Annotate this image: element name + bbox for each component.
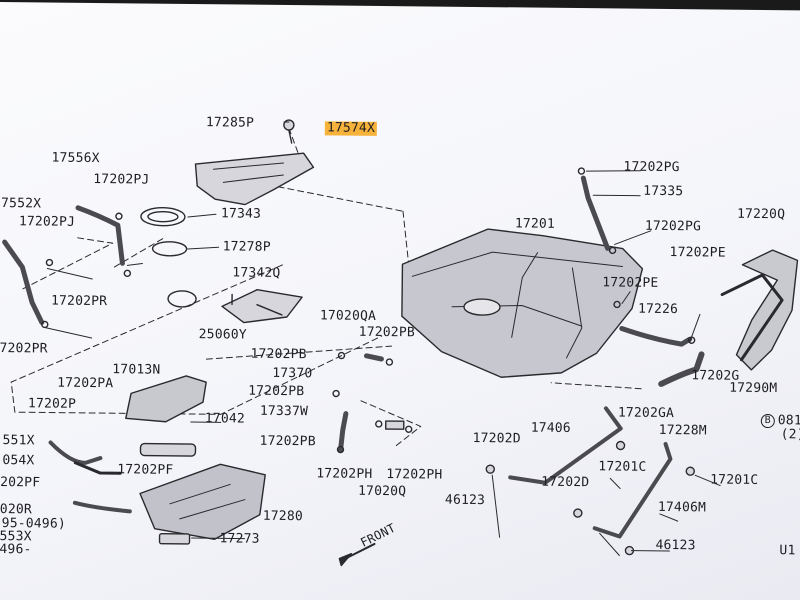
label-17202PG-b: 17202PG: [644, 218, 702, 235]
label-17202PJ-a: 17202PJ: [93, 171, 150, 188]
label-17202PF-b: 202PF: [0, 475, 41, 491]
hose-17226: [619, 326, 693, 347]
label-17202PH-b: 17202PH: [386, 467, 443, 483]
label-17201C-a: 17201C: [598, 459, 647, 475]
label-17335: 17335: [643, 183, 684, 200]
label-17202PE-a: 17202PE: [669, 245, 726, 261]
hose-17337W: [337, 411, 349, 454]
hose-17552X: [2, 239, 45, 325]
label-17054X: 054X: [2, 453, 35, 469]
strap-17406: [508, 406, 623, 485]
bracket-part: [139, 463, 266, 540]
label-17285P: 17285P: [205, 115, 255, 131]
label-17552X: 7552X: [0, 196, 42, 212]
label-17406: 17406: [530, 420, 571, 436]
label-17020Q: 17020Q: [357, 483, 407, 500]
label-17202PE-b: 17202PE: [602, 275, 659, 291]
canister-part: [125, 375, 207, 423]
label-17551X: 551X: [2, 433, 35, 449]
label-17202PB-c: 17202PB: [248, 383, 305, 400]
fuel-pump-part: [139, 442, 197, 457]
label-17406M: 17406M: [657, 499, 707, 516]
label-quantity-2: (2): [780, 427, 800, 443]
label-17202PB-b: 17202PB: [250, 346, 307, 363]
label-17280: 17280: [262, 508, 304, 525]
label-17278P: 17278P: [222, 239, 271, 255]
label-range-2: 496-: [0, 542, 32, 558]
label-17201: 17201: [514, 216, 556, 232]
label-17202PF-a: 17202PF: [117, 462, 174, 478]
label-17202D-a: 17202D: [472, 430, 521, 447]
label-46123-a: 46123: [444, 492, 486, 509]
hose-17335: [580, 175, 611, 251]
label-17202GA: 17202GA: [617, 405, 675, 422]
label-17042: 17042: [204, 411, 246, 427]
hose-17228M: [658, 351, 705, 387]
locking-ring-part: [140, 206, 186, 227]
label-17290M: 17290M: [729, 380, 778, 397]
label-46123-b: 46123: [655, 537, 696, 554]
label-17228M: 17228M: [658, 422, 707, 439]
hose-17556X: [75, 205, 125, 266]
label-17226: 17226: [637, 301, 679, 318]
label-17202PB-d: 17202PB: [259, 433, 316, 450]
label-17202PH-a: 17202PH: [316, 466, 373, 482]
label-17013N: 17013N: [112, 362, 161, 378]
label-17556X: 17556X: [51, 150, 100, 167]
label-17273: 17273: [219, 531, 260, 547]
label-17202PR-a: 17202PR: [50, 293, 108, 310]
label-17201C-b: 17201C: [710, 472, 759, 488]
strap-17406M: [592, 441, 673, 539]
fuel-tank-part: [401, 228, 644, 378]
label-17020QA: 17020QA: [319, 308, 377, 324]
label-17370: 17370: [272, 365, 313, 382]
label-25060Y: 25060Y: [198, 327, 247, 343]
circled-b-marker: B: [760, 413, 775, 429]
label-17220Q: 17220Q: [736, 206, 786, 223]
label-17337W: 17337W: [259, 403, 309, 420]
label-17202PA: 17202PA: [57, 375, 114, 392]
label-17574X-highlighted[interactable]: 17574X: [324, 120, 378, 136]
label-U1: U1: [779, 543, 796, 559]
label-17343: 17343: [220, 206, 262, 222]
label-17202PB-a: 17202PB: [358, 324, 415, 341]
label-17342Q: 17342Q: [232, 265, 281, 281]
label-17202P: 17202P: [27, 396, 77, 412]
label-17202PR-b: 7202PR: [0, 340, 48, 357]
label-17202PJ-b: 17202PJ: [18, 214, 76, 230]
label-17202PG-a: 17202PG: [623, 159, 680, 176]
filler-tube-part: [735, 249, 799, 371]
leader-lines: [44, 121, 721, 556]
label-17202D-b: 17202D: [541, 474, 590, 491]
